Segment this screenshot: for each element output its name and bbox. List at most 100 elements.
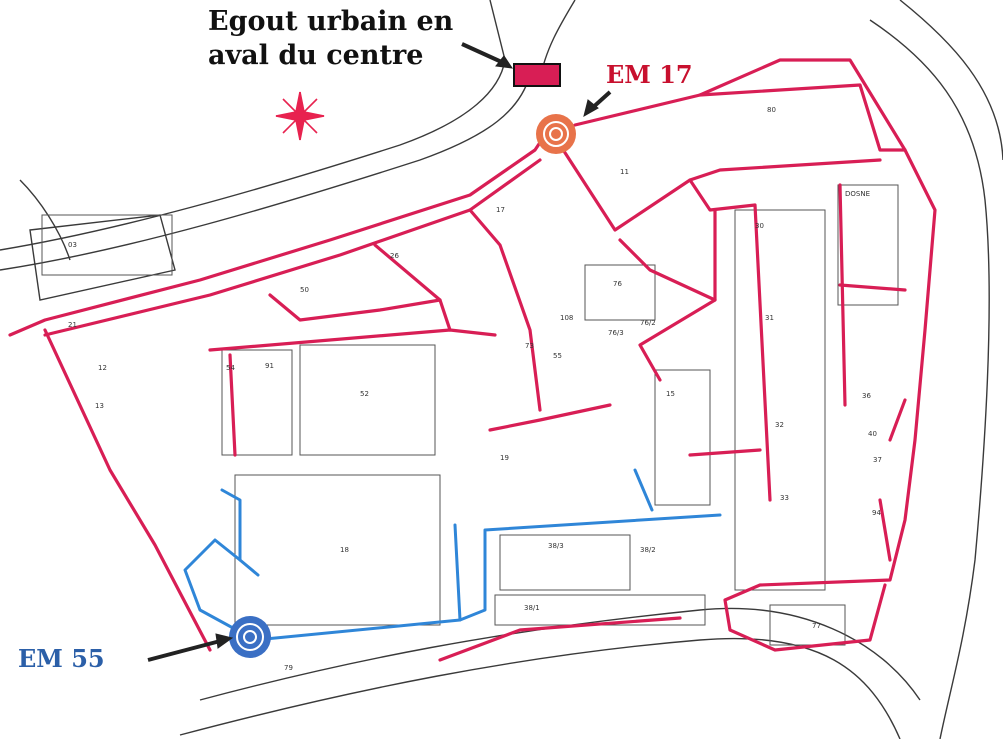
bld-76-2: 76/2 (640, 319, 656, 327)
red-branch-54 (228, 353, 237, 457)
outer-road-east-2 (899, 0, 1003, 161)
outer-road-south-2 (179, 637, 901, 739)
bld-80: 80 (767, 106, 776, 114)
building-numbers: 03 80 11 17 26 50 21 30 DOSNE 31 76 108 … (68, 106, 882, 672)
em17-marker-core (549, 127, 563, 141)
block-383 (499, 534, 631, 591)
red-branch-11 (558, 143, 882, 232)
arrow-icon (147, 633, 234, 662)
block-52 (299, 344, 436, 456)
outer-road-west-2 (29, 214, 176, 301)
red-loop-east (573, 58, 937, 652)
bld-38-1: 38/1 (524, 604, 540, 612)
label-em55: EM 55 (18, 644, 105, 673)
bld-dosne: DOSNE (845, 190, 870, 198)
block-15 (654, 369, 711, 506)
bld-50: 50 (300, 286, 309, 294)
bld-108: 108 (560, 314, 573, 322)
em17-marker-outer (536, 114, 576, 154)
outer-road-south-1 (199, 607, 921, 701)
label-em17: EM 17 (606, 60, 693, 89)
blue-branch-west (238, 558, 260, 577)
bld-91: 91 (265, 362, 274, 370)
red-branch-mid (468, 208, 542, 412)
red-branch-52 (208, 328, 497, 352)
blue-main (253, 513, 722, 642)
em17-marker (536, 114, 576, 154)
red-west-trunk (43, 328, 212, 652)
bld-73: 73 (525, 342, 534, 350)
red-branch-19 (488, 403, 612, 432)
bld-79: 79 (284, 664, 293, 672)
compass-rose-icon (275, 91, 325, 141)
red-branch-37 (878, 498, 892, 562)
red-branch-30 (688, 178, 772, 502)
bld-40: 40 (868, 430, 877, 438)
bld-18: 18 (340, 546, 349, 554)
bld-19: 19 (500, 454, 509, 462)
red-branch-15 (638, 208, 717, 382)
bld-55: 55 (553, 352, 562, 360)
arrow-icon (583, 90, 612, 118)
bld-38-3: 38/3 (548, 542, 564, 550)
bld-31: 31 (765, 314, 774, 322)
arrow-icon (461, 42, 514, 69)
bld-32: 32 (775, 421, 784, 429)
block-31-33 (734, 209, 826, 591)
em55-marker (229, 616, 271, 658)
red-branch-50 (268, 293, 442, 322)
bld-13: 13 (95, 402, 104, 410)
bld-76: 76 (613, 280, 622, 288)
red-main-north (8, 118, 557, 337)
bld-11: 11 (620, 168, 629, 176)
title-line-2: aval du centre (208, 40, 424, 71)
title-line-1: Egout urbain en (208, 6, 454, 37)
em55-marker-core (243, 630, 257, 644)
red-inner-east (698, 83, 907, 152)
red-branch-40 (888, 398, 907, 442)
bld-36: 36 (862, 392, 871, 400)
blue-branch-19 (633, 468, 654, 512)
bld-77: 77 (812, 622, 821, 630)
em55-marker-outer (229, 616, 271, 658)
em55-marker-ring (236, 623, 264, 651)
red-branch-32 (838, 183, 847, 407)
outer-road-west-1 (19, 179, 71, 261)
red-branch-76 (618, 238, 717, 302)
bld-38-2: 38/2 (640, 546, 656, 554)
bld-37: 37 (873, 456, 882, 464)
bld-76-3: 76/3 (608, 329, 624, 337)
bld-52: 52 (360, 390, 369, 398)
outer-road-north-1 (0, 59, 506, 251)
bld-17: 17 (496, 206, 505, 214)
red-branch-dosne (838, 283, 907, 292)
block-dosne (837, 184, 899, 306)
red-branch-33 (688, 448, 762, 457)
block-77 (769, 604, 846, 646)
blue-west-loop (183, 488, 257, 642)
outer-road-north-3 (489, 0, 506, 61)
urban-sewer-box (513, 63, 561, 87)
bld-15: 15 (666, 390, 675, 398)
red-main-north-2 (43, 158, 542, 337)
outer-road-east-1 (869, 19, 990, 739)
bld-26: 26 (390, 252, 399, 260)
red-branch-26 (373, 243, 452, 332)
red-south-road (438, 616, 682, 662)
bld-21: 21 (68, 321, 77, 329)
block-18 (234, 474, 441, 626)
block-54-91 (221, 349, 293, 456)
bld-03: 03 (68, 241, 77, 249)
bld-94: 94 (872, 509, 881, 517)
block-03 (41, 214, 173, 276)
arrow-icons (147, 42, 612, 662)
red-sewer-network (8, 58, 937, 662)
outer-road-north-2 (0, 74, 531, 271)
bld-33: 33 (780, 494, 789, 502)
bld-54: 54 (226, 364, 235, 372)
em17-marker-ring (543, 121, 569, 147)
blue-sewer-network (183, 468, 722, 642)
